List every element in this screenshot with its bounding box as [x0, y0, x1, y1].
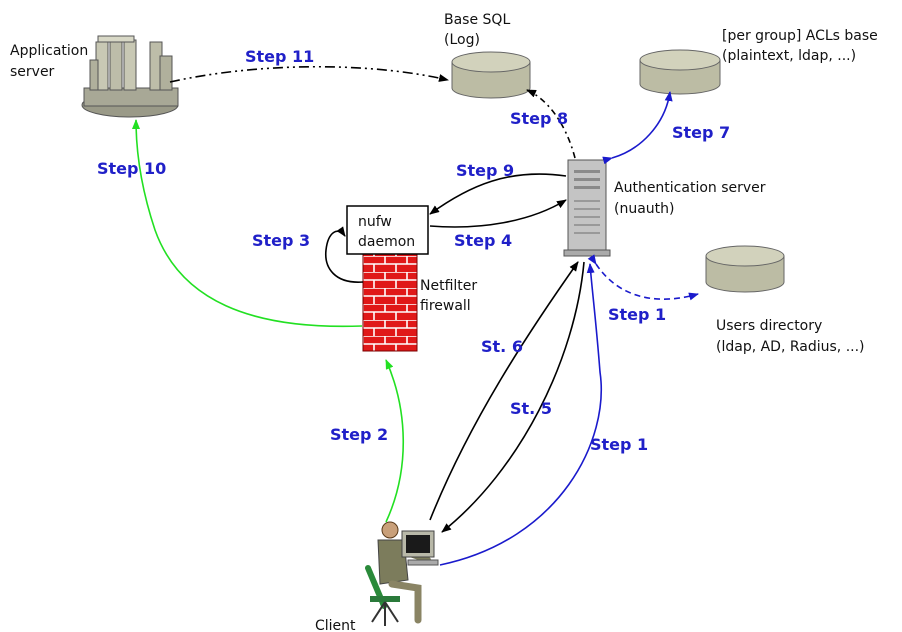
arrow-step-1-directory — [587, 254, 699, 301]
arrow-step-5 — [441, 261, 585, 533]
arrow-step-8 — [526, 89, 576, 159]
step-11-label: Step 11 — [245, 47, 314, 66]
acl-base-label-2: (plaintext, ldap, ...) — [722, 48, 856, 64]
users-directory-database-icon — [705, 245, 785, 293]
step-6-label: St. 6 — [481, 337, 523, 356]
base-sql-database-icon — [451, 51, 531, 99]
firewall-label-2: firewall — [420, 298, 471, 314]
step-5-label: St. 5 — [510, 399, 552, 418]
acl-base-database-icon — [639, 49, 721, 95]
base-sql-label-2: (Log) — [444, 32, 480, 48]
acl-base-label-1: [per group] ACLs base — [722, 28, 878, 44]
step-1-directory-label: Step 1 — [608, 305, 666, 324]
arrow-step-4 — [429, 199, 567, 228]
base-sql-label-1: Base SQL — [444, 12, 510, 28]
auth-server-label-1: Authentication server — [614, 180, 766, 196]
step-3-label: Step 3 — [252, 231, 310, 250]
client-label: Client — [315, 618, 356, 632]
app-server-label-1: Application — [10, 43, 88, 59]
step-9-label: Step 9 — [456, 161, 514, 180]
step-7-label: Step 7 — [672, 123, 730, 142]
arrow-step-6 — [429, 261, 579, 521]
step-2-label: Step 2 — [330, 425, 388, 444]
step-1-client-label: Step 1 — [590, 435, 648, 454]
nufw-label-1: nufw — [358, 214, 392, 230]
arrow-step-3 — [325, 226, 364, 283]
firewall-label-1: Netfilter — [420, 278, 477, 294]
authentication-server-icon — [563, 159, 611, 257]
nufw-label-2: daemon — [358, 234, 415, 250]
arrow-step-2 — [385, 359, 405, 523]
netfilter-firewall-icon — [362, 252, 418, 352]
arrow-step-9 — [429, 173, 567, 215]
auth-server-label-2: (nuauth) — [614, 201, 674, 217]
arrow-step-7 — [602, 91, 673, 165]
users-dir-label-2: (ldap, AD, Radius, ...) — [716, 339, 865, 355]
app-server-label-2: server — [10, 64, 55, 80]
client-user-icon — [365, 521, 439, 626]
step-4-label: Step 4 — [454, 231, 512, 250]
step-8-label: Step 8 — [510, 109, 568, 128]
arrow-step-11 — [169, 65, 449, 83]
step-10-label: Step 10 — [97, 159, 166, 178]
arrow-step-10 — [132, 119, 363, 328]
users-dir-label-1: Users directory — [716, 318, 822, 334]
application-server-icon — [81, 35, 179, 118]
nufw-daemon-box — [346, 205, 429, 255]
